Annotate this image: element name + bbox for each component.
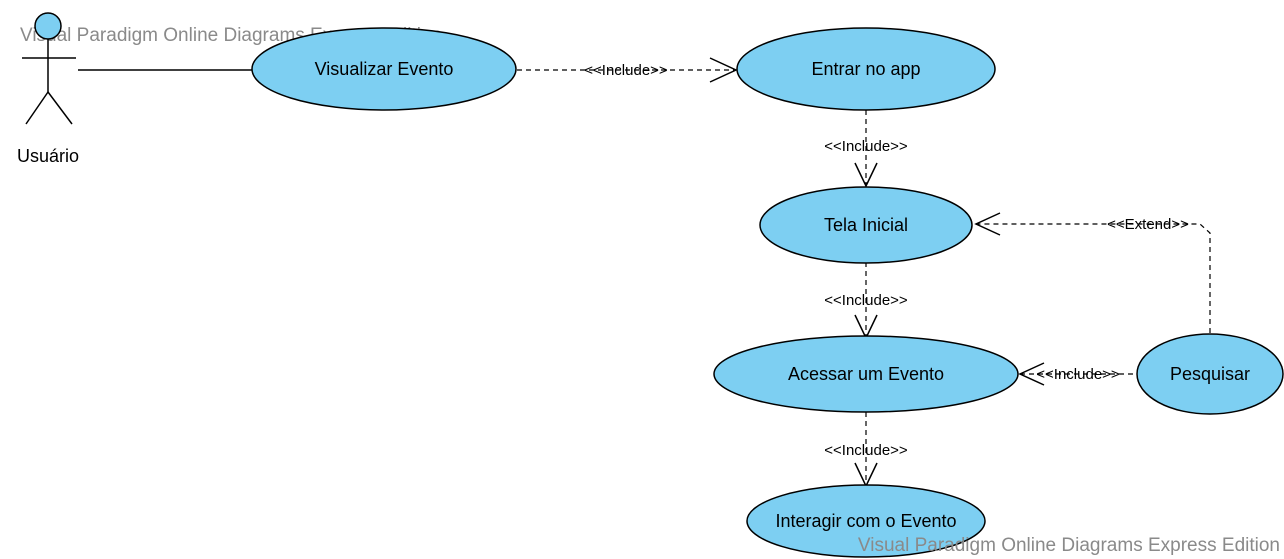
relation-label-extend: <<Extend>>: [1107, 216, 1189, 233]
arrowhead: [1018, 362, 1045, 386]
actor-head: [34, 12, 62, 40]
relation-label-include: <<Include>>: [584, 62, 668, 79]
relation-pesquisar-acessar: <<Include>>: [1018, 362, 1137, 386]
use-case-label: Acessar um Evento: [788, 364, 944, 384]
extend-line: [976, 223, 1211, 333]
use-case-label: Interagir com o Evento: [775, 511, 956, 531]
relation-visualizar-entrar: <<Include>>: [517, 57, 738, 83]
relation-label-include: <<Include>>: [1036, 366, 1120, 383]
use-case-entrar-no-app[interactable]: Entrar no app: [736, 27, 996, 111]
actor-label: Usuário: [17, 146, 79, 166]
use-case-visualizar-evento[interactable]: Visualizar Evento: [251, 27, 517, 111]
relation-pesquisar-tela: <<Extend>>: [974, 212, 1211, 333]
use-case-label: Entrar no app: [811, 59, 920, 79]
use-case-label: Pesquisar: [1170, 364, 1250, 384]
arrowhead: [709, 57, 738, 83]
arrowhead: [974, 212, 1001, 236]
relation-label-include: <<Include>>: [824, 138, 908, 155]
relation-acessar-interagir: <<Include>>: [824, 412, 908, 488]
use-case-acessar-um-evento[interactable]: Acessar um Evento: [713, 335, 1019, 413]
relation-label-include: <<Include>>: [824, 442, 908, 459]
use-case-tela-inicial[interactable]: Tela Inicial: [759, 186, 973, 264]
actor-left-leg: [25, 91, 49, 125]
actor-right-leg: [47, 91, 73, 125]
relation-entrar-tela: <<Include>>: [824, 110, 908, 188]
use-case-label: Visualizar Evento: [315, 59, 454, 79]
use-case-pesquisar[interactable]: Pesquisar: [1136, 333, 1284, 415]
actor-usuario[interactable]: Usuário: [17, 12, 79, 166]
arrowhead: [854, 162, 878, 188]
watermark-bottom: Visual Paradigm Online Diagrams Express …: [858, 535, 1280, 556]
use-case-interagir-com-o-evento[interactable]: Interagir com o Evento: [746, 484, 986, 558]
relation-label-include: <<Include>>: [824, 292, 908, 309]
use-case-label: Tela Inicial: [824, 215, 908, 235]
relation-tela-acessar: <<Include>>: [824, 262, 908, 340]
